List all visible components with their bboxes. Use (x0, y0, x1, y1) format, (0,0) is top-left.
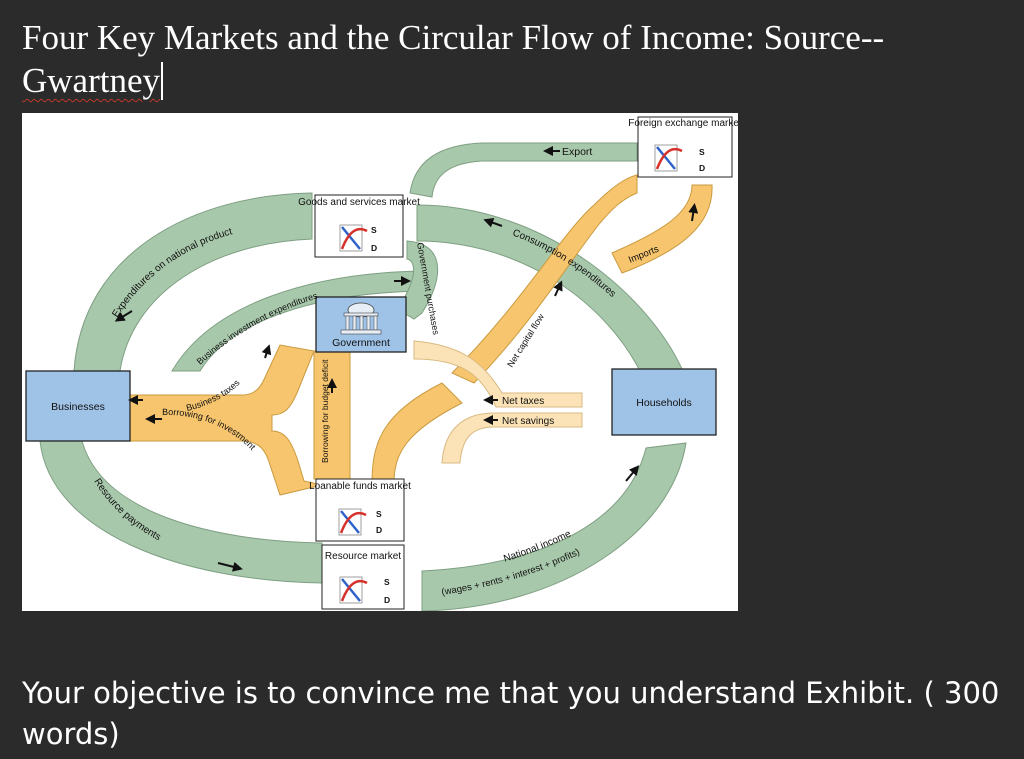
capitol-icon (340, 302, 382, 335)
demand-letter: D (371, 243, 377, 253)
net-savings-band (441, 412, 583, 464)
arrow-imports (688, 203, 699, 222)
page-title[interactable]: Four Key Markets and the Circular Flow o… (22, 16, 1002, 102)
national-income-band (421, 442, 687, 611)
demand-curve (655, 147, 683, 170)
net-taxes-band (413, 340, 583, 408)
arrow-national-income (625, 465, 640, 482)
net-savings-label: Net savings (502, 416, 554, 427)
title-source: Gwartney (22, 61, 161, 100)
export-label: Export (562, 146, 592, 158)
supply-letter: S (699, 147, 705, 157)
arrow-business-taxes (261, 344, 272, 359)
demand-letter: D (376, 525, 382, 535)
business-flows-band (129, 344, 323, 496)
loanable-funds-feeder (371, 382, 463, 484)
orange-flows (129, 174, 713, 496)
market-foreign-exchange: Foreign exchange market S D (628, 116, 738, 178)
loanable-funds-label: Loanable funds market (309, 481, 411, 492)
market-loanable-funds: Loanable funds market S D (309, 478, 411, 542)
supply-letter: S (376, 509, 382, 519)
households-label: Households (636, 397, 691, 409)
title-main: Four Key Markets and the Circular Flow o… (22, 18, 885, 57)
demand-curve (340, 227, 368, 250)
resource-market-label: Resource market (325, 551, 401, 562)
arrow-consumption (483, 217, 503, 228)
arrow-net-capital-flow (553, 280, 563, 297)
sector-households: Households (611, 368, 717, 436)
demand-letter: D (384, 595, 390, 605)
foreign-exchange-label: Foreign exchange market (628, 118, 738, 129)
sector-government: Government (315, 296, 407, 353)
government-label: Government (332, 337, 390, 349)
market-resource: Resource market S D (321, 544, 405, 610)
green-flows (39, 142, 687, 611)
supply-curve (341, 226, 361, 250)
supply-curve (340, 510, 360, 534)
demand-curve (339, 511, 367, 534)
supply-letter: S (371, 225, 377, 235)
supply-letter: S (384, 577, 390, 587)
government-purchases-band (396, 240, 438, 320)
net-taxes-label: Net taxes (502, 396, 544, 407)
export-band (409, 142, 638, 198)
expenditures-band (73, 192, 313, 372)
flow-arrows (114, 146, 699, 572)
supply-curve (341, 578, 361, 602)
text-caret (161, 62, 164, 100)
demand-letter: D (699, 163, 705, 173)
market-goods-services: Goods and services market S D (298, 194, 420, 258)
demand-curve (340, 579, 368, 602)
circular-flow-diagram: Businesses Households Government Goods a… (22, 113, 738, 611)
arrow-resource-payments (217, 561, 243, 572)
light-orange-flows (413, 340, 583, 464)
imports-band (611, 184, 713, 274)
businesses-label: Businesses (51, 401, 105, 413)
supply-curve (656, 146, 676, 170)
goods-services-label: Goods and services market (298, 197, 420, 208)
assignment-prompt: Your objective is to convince me that yo… (22, 676, 1000, 751)
arrow-expenditures (114, 310, 133, 322)
budget-deficit-label: Borrowing for budget deficit (320, 359, 330, 463)
net-capital-flow-band (451, 174, 638, 384)
sector-businesses: Businesses (25, 370, 131, 442)
